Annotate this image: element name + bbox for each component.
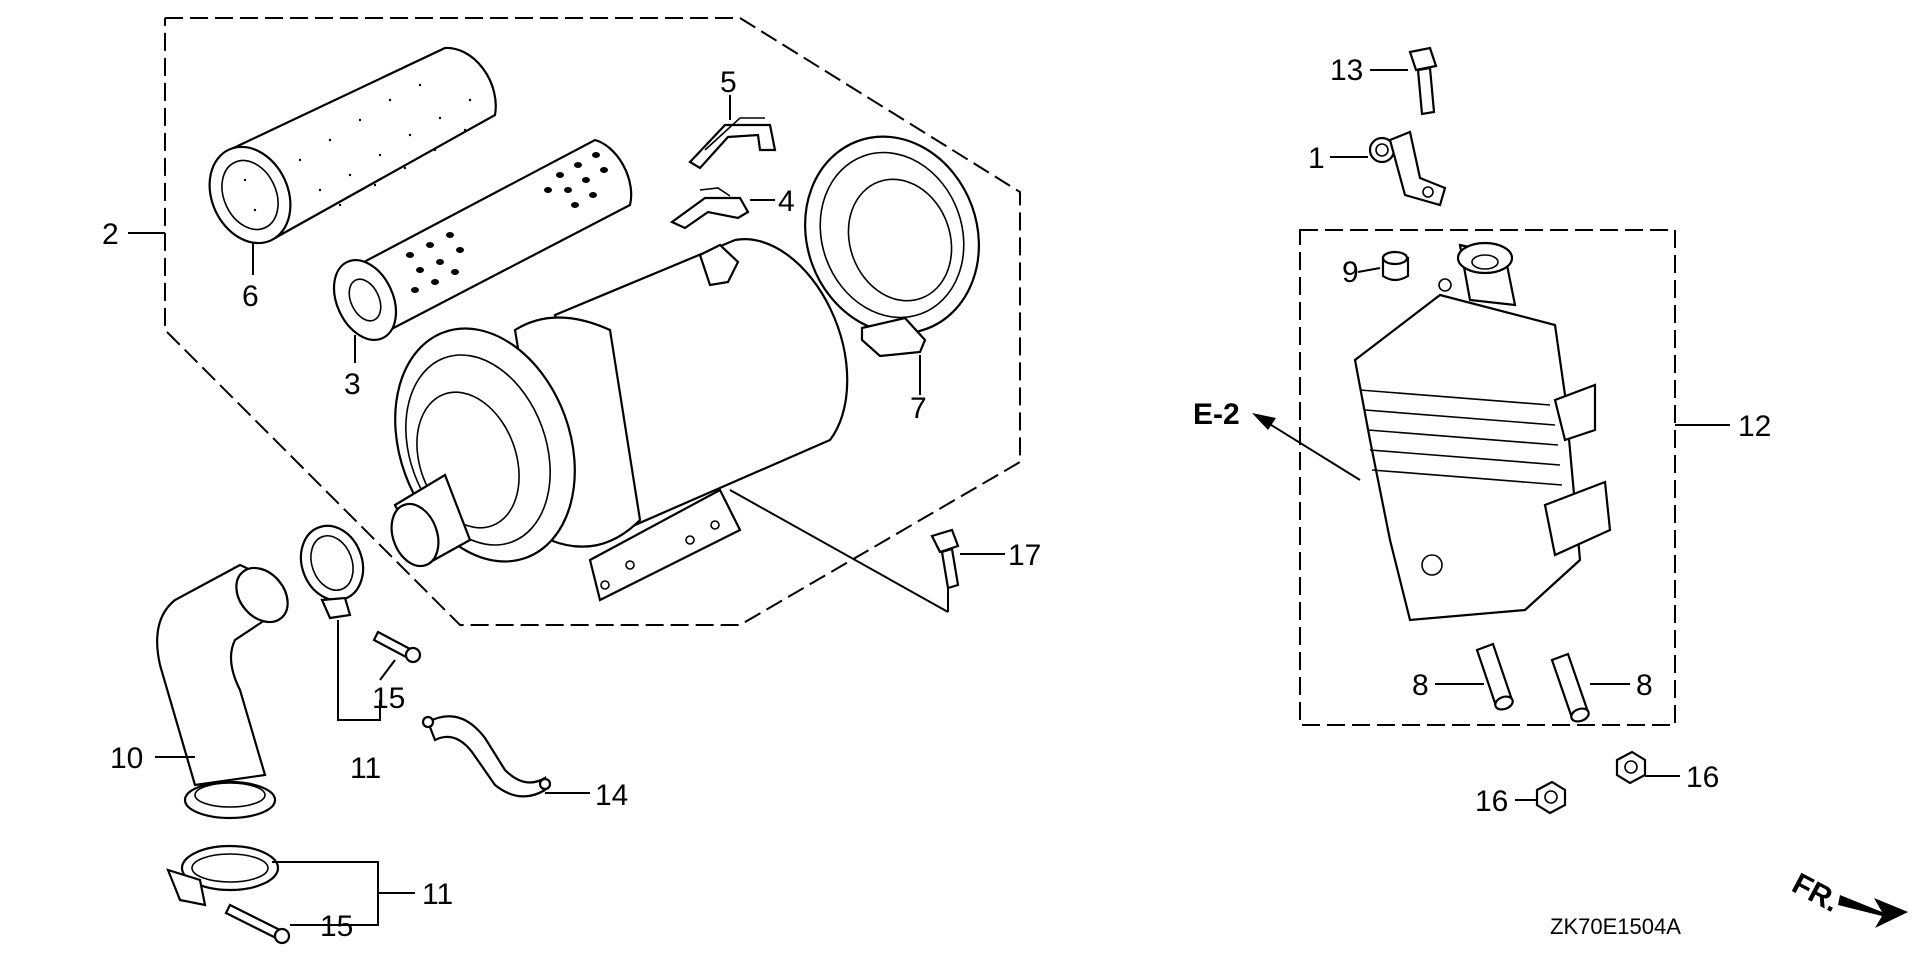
callout-13: 13 [1330,54,1363,87]
arrow-right-icon [1838,895,1908,928]
callout-15-lower: 15 [320,910,353,943]
callout-labels: 2 6 3 5 4 7 17 10 15 11 14 11 15 13 1 9 … [102,54,1771,943]
part-11-lower-clamp [166,844,280,907]
callout-5: 5 [720,66,737,99]
callout-9: 9 [1342,256,1359,289]
callout-16-right: 16 [1686,761,1719,794]
part-10-air-hose [156,563,289,820]
callout-16-left: 16 [1475,785,1508,818]
part-8-tube-left [1475,642,1514,711]
part-1-stay [1368,130,1447,207]
callout-11-upper: 11 [350,752,381,785]
front-label: FR. [1787,867,1845,919]
part-3-inner-element [332,138,633,341]
callout-3: 3 [344,368,361,401]
part-17-bolt [930,528,960,590]
callout-11-lower: 11 [422,878,453,911]
part-15-upper-screw [372,630,422,664]
arrowhead-e2 [1252,413,1276,430]
callout-1: 1 [1308,142,1325,175]
part-16-nut-left [1535,780,1567,815]
part-5-clip [688,117,777,170]
callout-2: 2 [102,218,119,251]
part-11-upper-clamp [299,524,365,620]
leader-lines [128,69,1730,926]
callout-17: 17 [1008,539,1041,572]
part-12-resonator [1353,241,1612,622]
callout-8-left: 8 [1412,669,1429,702]
section-reference-e2: E-2 [1193,398,1240,431]
assembly-2-boundary [164,17,1021,626]
callout-12: 12 [1738,410,1771,443]
part-6-filter-sleeve [208,46,497,245]
callout-7: 7 [910,392,927,425]
part-4-clip [669,187,750,230]
callout-10: 10 [110,742,143,775]
assembly-12-boundary [1299,229,1676,726]
callout-8-right: 8 [1636,669,1653,702]
part-7-cover [804,135,980,358]
diagram-code: ZK70E1504A [1550,914,1681,939]
callout-6: 6 [242,280,259,313]
part-9-cap [1381,250,1410,282]
part-8-tube-right [1550,652,1590,723]
callout-14: 14 [595,779,628,812]
part-16-nut-right [1615,750,1647,785]
front-direction-indicator: FR. [1787,867,1908,928]
callout-15-upper: 15 [372,682,405,715]
callout-4: 4 [778,185,795,218]
part-13-bolt [1408,46,1438,116]
part-15-lower-screw [224,903,291,945]
air-cleaner-case [390,238,849,602]
part-14-bracket [421,715,552,798]
